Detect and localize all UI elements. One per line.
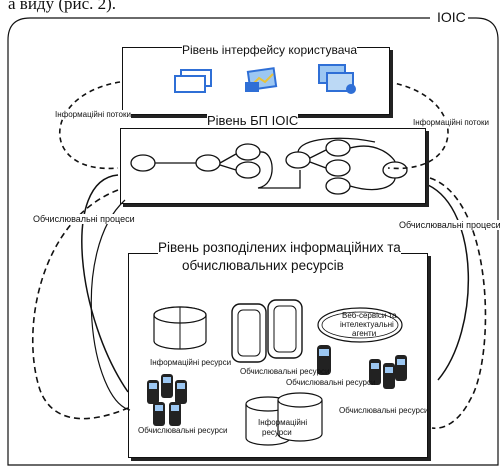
webservices-label-1: Веб-сервіси та <box>342 311 397 320</box>
info-flow-right <box>387 81 449 170</box>
compute-res-4-label: Обчислювальні ресурси <box>138 426 228 435</box>
compute-flow-left-label: Обчислювальні процеси <box>33 214 135 224</box>
bp-layer-box <box>120 128 426 204</box>
info-res-1-label: Інформаційні ресурси <box>150 358 232 367</box>
info-flow-left-label: Інформаційні потоки <box>55 110 131 119</box>
compute-device-group-2 <box>317 345 331 375</box>
compute-flow-right-label: Обчислювальні процеси <box>399 220 500 230</box>
compute-flow-left-dashed <box>31 189 129 420</box>
compute-device-group-3 <box>369 355 407 389</box>
header-text: а виду (рис. 2). <box>8 0 117 13</box>
compute-flow-right-dashed <box>429 177 487 429</box>
resources-layer-title-1: Рівень розподілених інформаційних та <box>158 240 401 255</box>
compute-res-1-label: Обчислювальні ресурси <box>240 367 330 376</box>
process-graph <box>130 137 408 195</box>
server-rack-icon <box>231 299 303 363</box>
database-icon <box>153 306 207 350</box>
resources-layer-title-2: обчислювальних ресурсів <box>182 258 344 273</box>
webservices-ellipse <box>317 307 403 343</box>
chart-app-icon <box>243 66 283 96</box>
compute-flow-right-outer <box>427 184 469 381</box>
info-flow-right-label: Інформаційні потоки <box>413 118 489 127</box>
bp-layer-title: Рівень БП ІОІС <box>207 113 299 128</box>
outer-frame <box>7 17 499 466</box>
frame-label: ІОІС <box>435 9 468 25</box>
compute-flow-left-inner <box>90 199 131 411</box>
info-res-2-label-2: ресурси <box>262 428 292 437</box>
webservices-label-3: агенти <box>352 329 377 338</box>
database-cluster-icon <box>245 392 323 446</box>
webservices-label-2: інтелектуальні <box>340 320 394 329</box>
info-flow-left <box>58 81 121 170</box>
compute-device-group-1 <box>147 374 187 426</box>
compute-res-2-label: Обчислювальні ресурси <box>286 378 376 387</box>
window-icon <box>173 68 215 94</box>
compute-flow-left-outer <box>81 174 129 393</box>
ui-layer-title: Рівень інтерфейсу користувача <box>182 43 358 57</box>
windows-stack-icon <box>315 63 359 97</box>
compute-res-3-label: Обчислювальні ресурси <box>339 406 429 415</box>
info-res-2-label-1: Інформаційні <box>258 418 308 427</box>
